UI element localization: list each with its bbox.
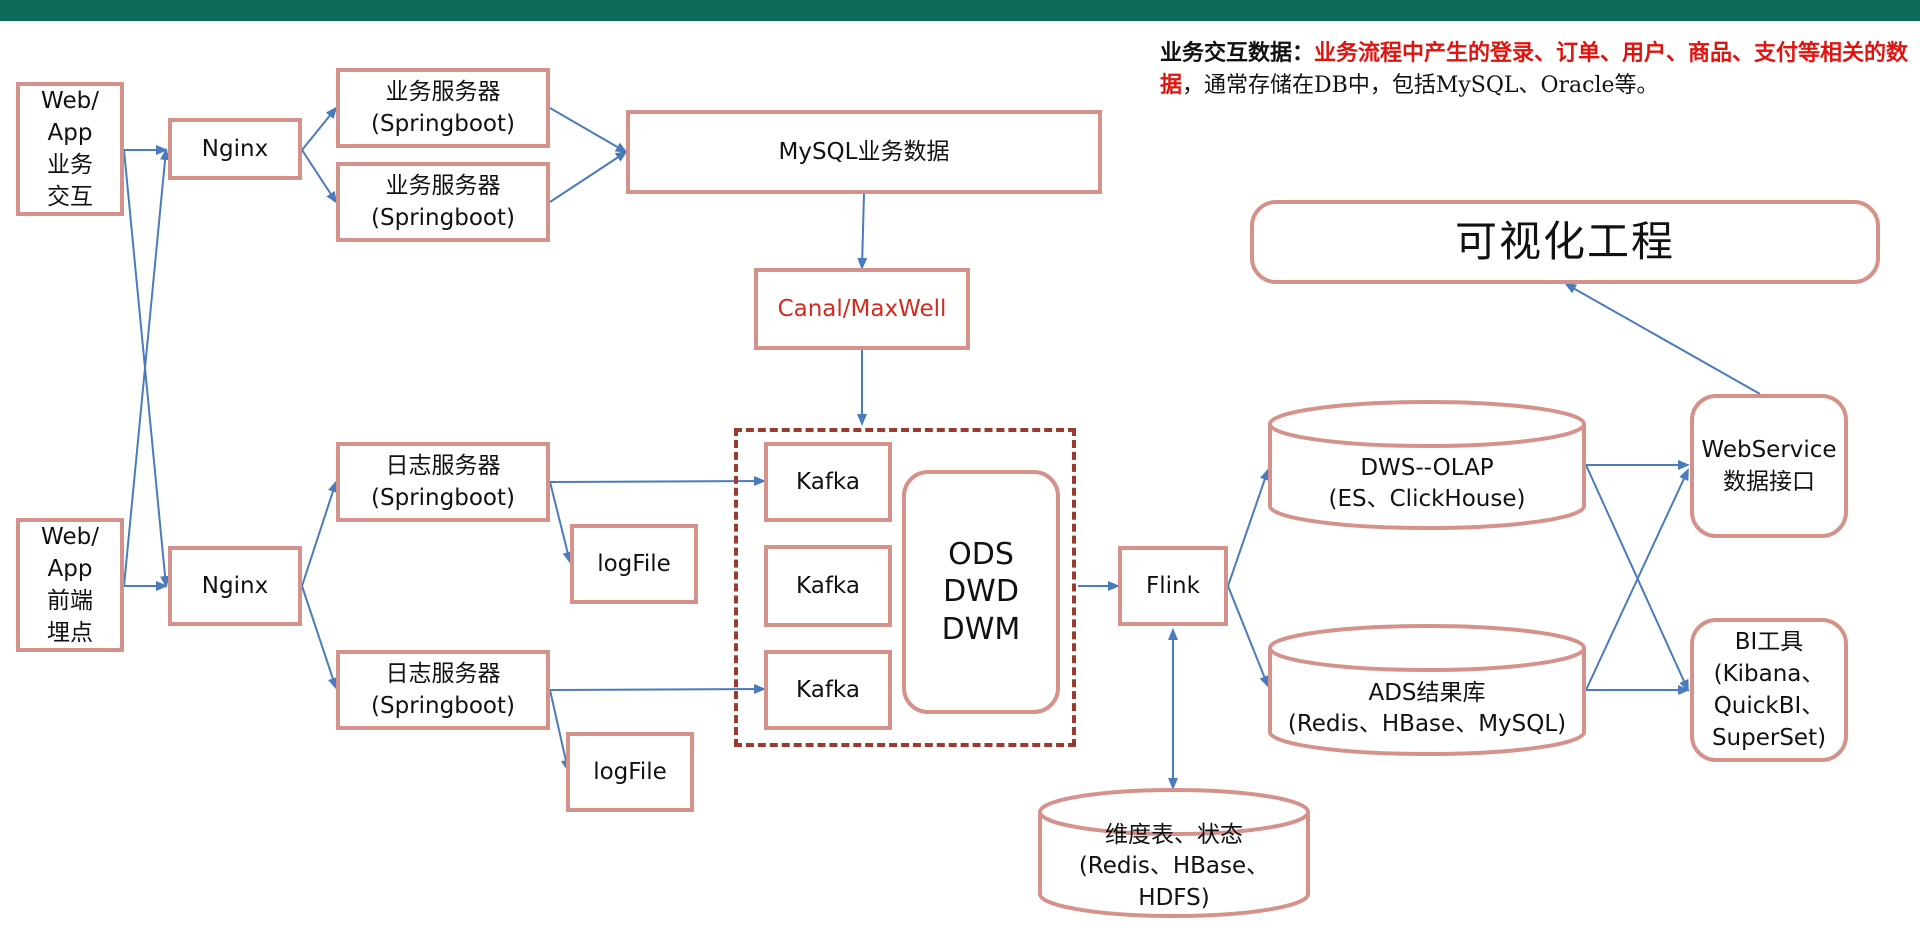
arrow-log2-kafka3: [549, 684, 766, 695]
kafka-2-box: Kafka: [764, 545, 892, 627]
log-server-1-box: 日志服务器 (Springboot): [336, 442, 550, 522]
arrow-dws-bi: [1585, 464, 1689, 692]
note-rest: ，通常存储在DB中，包括MySQL、Oracle等。: [1182, 72, 1659, 98]
nginx-top-label: Nginx: [201, 135, 269, 162]
ods-dwd-dwm-box: ODS DWD DWM: [902, 470, 1060, 714]
arrow-ads-webservice: [1585, 468, 1689, 691]
dws-olap-cylinder: DWS--OLAP (ES、ClickHouse): [1268, 400, 1586, 530]
biz-server-2-box: 业务服务器 (Springboot): [336, 162, 550, 242]
ads-result-label: ADS结果库 (Redis、HBase、MySQL): [1287, 679, 1567, 737]
arrow-flink-ads: [1227, 585, 1269, 688]
flink-label: Flink: [1146, 572, 1200, 599]
nginx-bottom-box: Nginx: [168, 546, 302, 626]
arrow-webfe-nginxtop: [123, 148, 171, 587]
nginx-bottom-label: Nginx: [201, 572, 269, 599]
arrow-log2-logfile2: [549, 689, 571, 772]
visualization-box: 可视化工程: [1250, 200, 1880, 284]
bi-tools-label: BI工具 (Kibana、 QuickBI、 SuperSet): [1711, 628, 1827, 752]
dimension-state-cylinder: 维度表、状态 (Redis、HBase、 HDFS): [1038, 788, 1310, 918]
arrow-webservice-visualization: [1564, 283, 1761, 395]
dimension-state-label: 维度表、状态 (Redis、HBase、 HDFS): [1078, 822, 1270, 911]
log-server-2-label: 日志服务器 (Springboot): [371, 660, 515, 719]
flink-box: Flink: [1118, 546, 1228, 626]
webservice-label: WebService 数据接口: [1701, 436, 1837, 495]
note-label: 业务交互数据：: [1160, 40, 1315, 66]
arrow-nginxtop-biz2: [301, 149, 338, 204]
canal-label: Canal/MaxWell: [777, 295, 947, 322]
biz-server-2-label: 业务服务器 (Springboot): [371, 172, 515, 231]
kafka-1-box: Kafka: [764, 442, 892, 522]
kafka-2-label: Kafka: [796, 572, 860, 599]
biz-server-1-box: 业务服务器 (Springboot): [336, 68, 550, 148]
arrow-nginxtop-biz1: [301, 106, 338, 151]
web-app-business-label: Web/ App 业务 交互: [41, 87, 99, 211]
kafka-3-box: Kafka: [764, 650, 892, 730]
arrow-flink-dws: [1227, 468, 1270, 587]
logfile-1-box: logFile: [570, 524, 698, 604]
business-data-note: 业务交互数据：业务流程中产生的登录、订单、用户、商品、支付等相关的数据，通常存储…: [1160, 38, 1920, 102]
note-highlight: 业务流程中产生的登录、订单、用户、商品、支付等相关的数据: [1160, 40, 1909, 98]
web-app-frontend-label: Web/ App 前端 埋点: [41, 523, 99, 647]
ods-dwd-dwm-label: ODS DWD DWM: [941, 536, 1021, 647]
kafka-3-label: Kafka: [796, 676, 860, 703]
kafka-1-label: Kafka: [796, 468, 860, 495]
arrow-nginxbottom-log1: [301, 480, 338, 587]
arrow-log1-logfile1: [549, 481, 573, 564]
mysql-box: MySQL业务数据: [626, 110, 1102, 194]
dws-olap-label: DWS--OLAP (ES、ClickHouse): [1328, 454, 1526, 512]
mysql-label: MySQL业务数据: [778, 138, 950, 165]
logfile-1-label: logFile: [597, 550, 671, 577]
ads-result-cylinder: ADS结果库 (Redis、HBase、MySQL): [1268, 624, 1586, 756]
kafka-dw-group: [734, 428, 1076, 747]
visualization-label: 可视化工程: [1454, 216, 1675, 266]
arrow-biz2-mysql: [549, 150, 628, 203]
arrow-mysql-canal: [857, 192, 868, 270]
biz-server-1-label: 业务服务器 (Springboot): [371, 78, 515, 137]
arrow-nginxbottom-log2: [301, 585, 338, 690]
top-bar: [0, 0, 1920, 21]
web-app-frontend-box: Web/ App 前端 埋点: [16, 518, 124, 652]
web-app-business-box: Web/ App 业务 交互: [16, 82, 124, 216]
logfile-2-label: logFile: [593, 758, 667, 785]
webservice-box: WebService 数据接口: [1690, 394, 1848, 538]
arrow-biz1-mysql: [549, 107, 628, 154]
arrow-log1-kafka1: [549, 476, 766, 487]
canal-box: Canal/MaxWell: [754, 268, 970, 350]
logfile-2-box: logFile: [566, 732, 694, 812]
log-server-2-box: 日志服务器 (Springboot): [336, 650, 550, 730]
nginx-top-box: Nginx: [168, 118, 302, 180]
bi-tools-box: BI工具 (Kibana、 QuickBI、 SuperSet): [1690, 618, 1848, 762]
log-server-1-label: 日志服务器 (Springboot): [371, 452, 515, 511]
